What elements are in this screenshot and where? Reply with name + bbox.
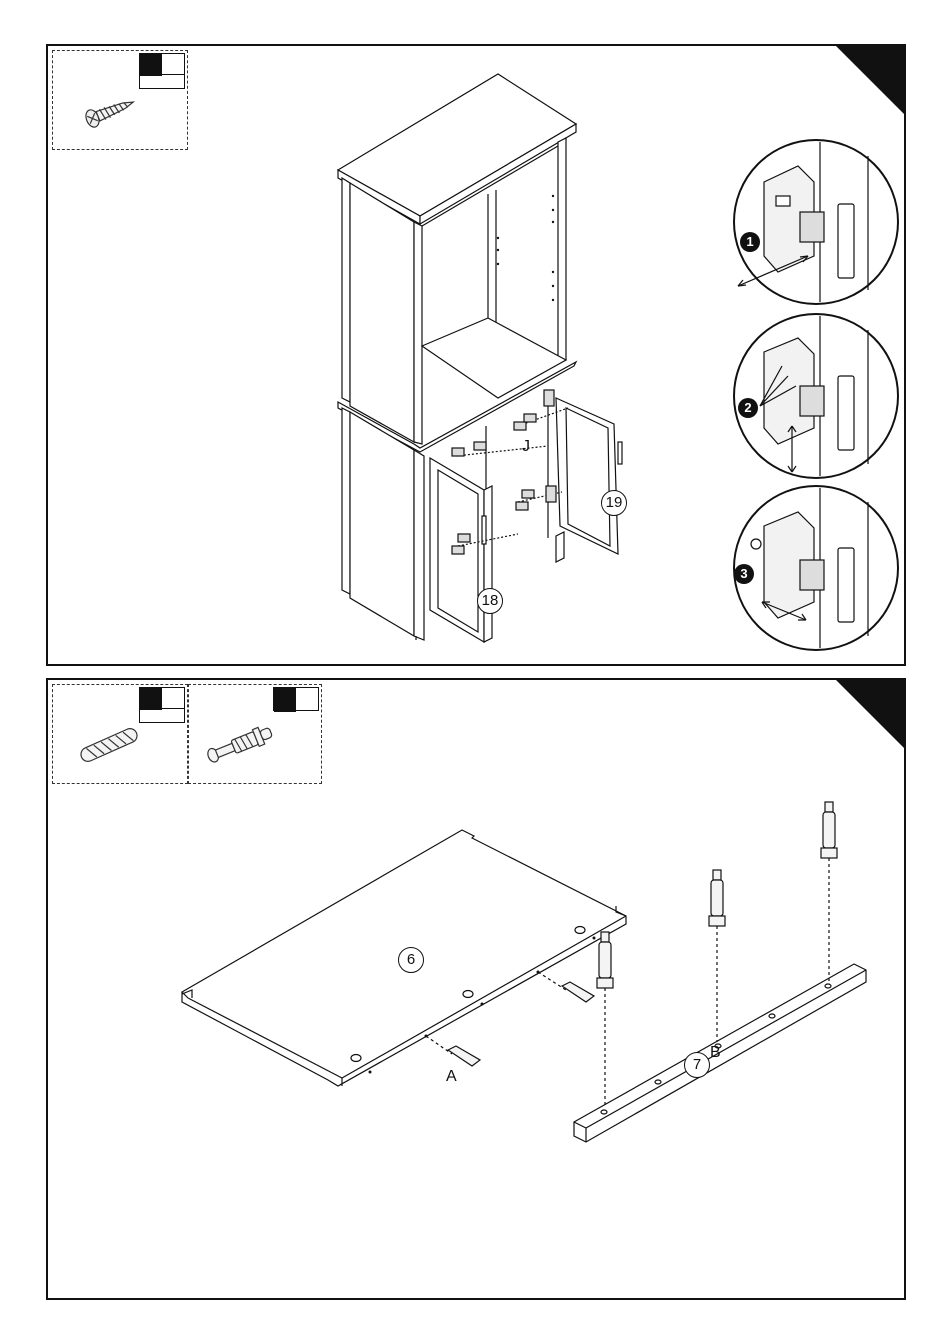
part-label-19: 19	[601, 490, 627, 516]
hinge-step-1: 1	[740, 232, 760, 252]
base-panel-drawing	[48, 680, 904, 1298]
cabinet-hinge-drawing	[48, 46, 904, 664]
part-label-a: A	[446, 1068, 457, 1086]
hinge-step-3: 3	[734, 564, 754, 584]
part-label-j: J	[522, 438, 530, 456]
assembly-step-1: 18 19 J 1 2 3	[46, 44, 906, 666]
assembly-step-2: 6 7 A B	[46, 678, 906, 1300]
part-label-6: 6	[398, 947, 424, 973]
part-label-7: 7	[684, 1052, 710, 1078]
part-label-b: B	[710, 1044, 721, 1062]
hinge-step-2: 2	[738, 398, 758, 418]
part-label-18: 18	[477, 588, 503, 614]
